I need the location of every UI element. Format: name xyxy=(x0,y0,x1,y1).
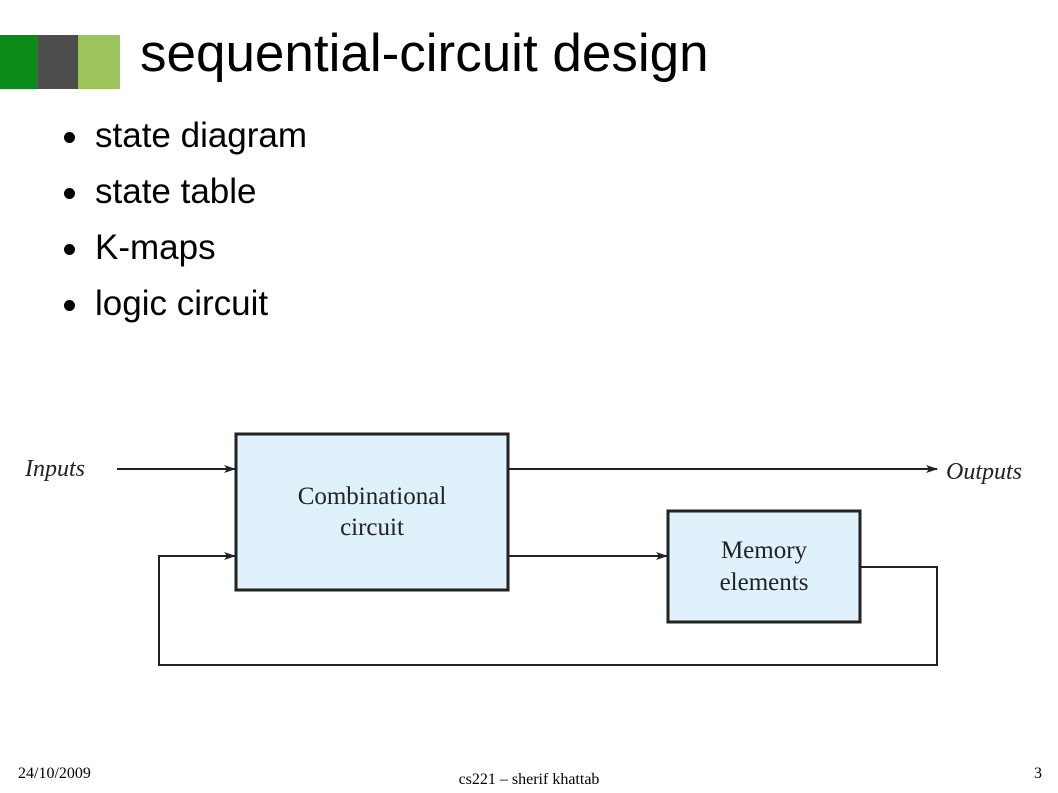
combinational-circuit-box xyxy=(234,432,510,592)
sequential-circuit-diagram: Inputs Outputs Combinational circuit Mem… xyxy=(24,432,1022,666)
inputs-label: Inputs xyxy=(24,456,85,482)
page-number: 3 xyxy=(1034,765,1042,782)
bullet-item: state diagram xyxy=(62,108,307,164)
footer-date: 24/10/2009 xyxy=(18,765,91,782)
bullet-text: logic circuit xyxy=(95,284,269,323)
bullet-dot-icon xyxy=(64,132,75,143)
bullet-text: state diagram xyxy=(95,116,308,155)
outputs-label: Outputs xyxy=(946,459,1022,485)
title-decoration-lightgreen xyxy=(78,35,120,89)
memory-label-line1: Memory xyxy=(721,537,808,564)
bullet-item: K-maps xyxy=(62,220,307,276)
memory-label-line2: elements xyxy=(720,569,809,596)
slide-title: sequential-circuit design xyxy=(140,24,709,83)
footer-author: cs221 – sherif khattab xyxy=(458,771,600,788)
bullet-dot-icon xyxy=(64,188,75,199)
bullet-dot-icon xyxy=(64,300,75,311)
combinational-label-line1: Combinational xyxy=(298,483,447,510)
title-decoration-green xyxy=(0,35,38,89)
bullet-text: state table xyxy=(95,172,257,211)
title-decoration-gray xyxy=(38,35,78,89)
bullet-list: state diagram state table K-maps logic c… xyxy=(62,108,307,332)
memory-elements-box xyxy=(666,509,862,624)
bullet-item: logic circuit xyxy=(62,276,307,332)
combinational-label-line2: circuit xyxy=(340,514,404,541)
bullet-text: K-maps xyxy=(95,228,216,267)
bullet-dot-icon xyxy=(64,244,75,255)
bullet-item: state table xyxy=(62,164,307,220)
feedback-loop-arrow xyxy=(158,552,938,666)
